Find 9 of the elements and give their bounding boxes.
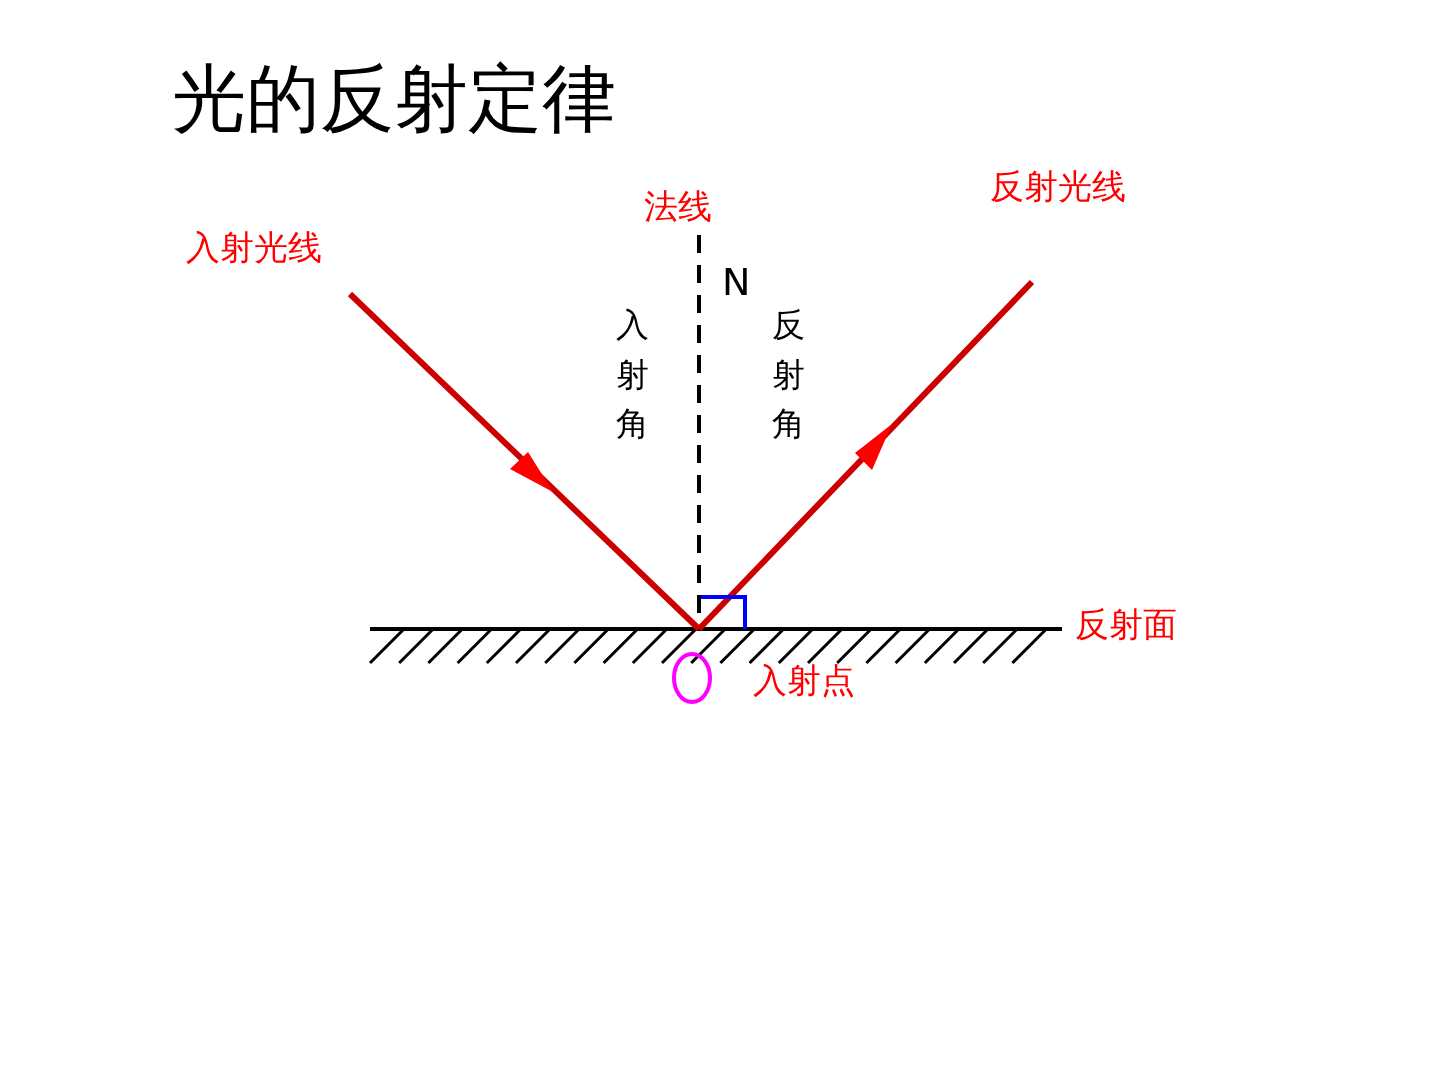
ray-label: 反射光线 [990, 168, 1126, 206]
point-label: 入射点 [753, 662, 855, 700]
angle-label: 入射角 [616, 304, 650, 445]
normal-symbol: N [722, 262, 751, 304]
ray-label: 入射光线 [186, 229, 322, 267]
surface-label: 反射面 [1075, 606, 1177, 644]
normal-label: 法线 [644, 188, 712, 226]
angle-label: 反射角 [772, 304, 806, 445]
title: 光的反射定律 [172, 58, 616, 140]
